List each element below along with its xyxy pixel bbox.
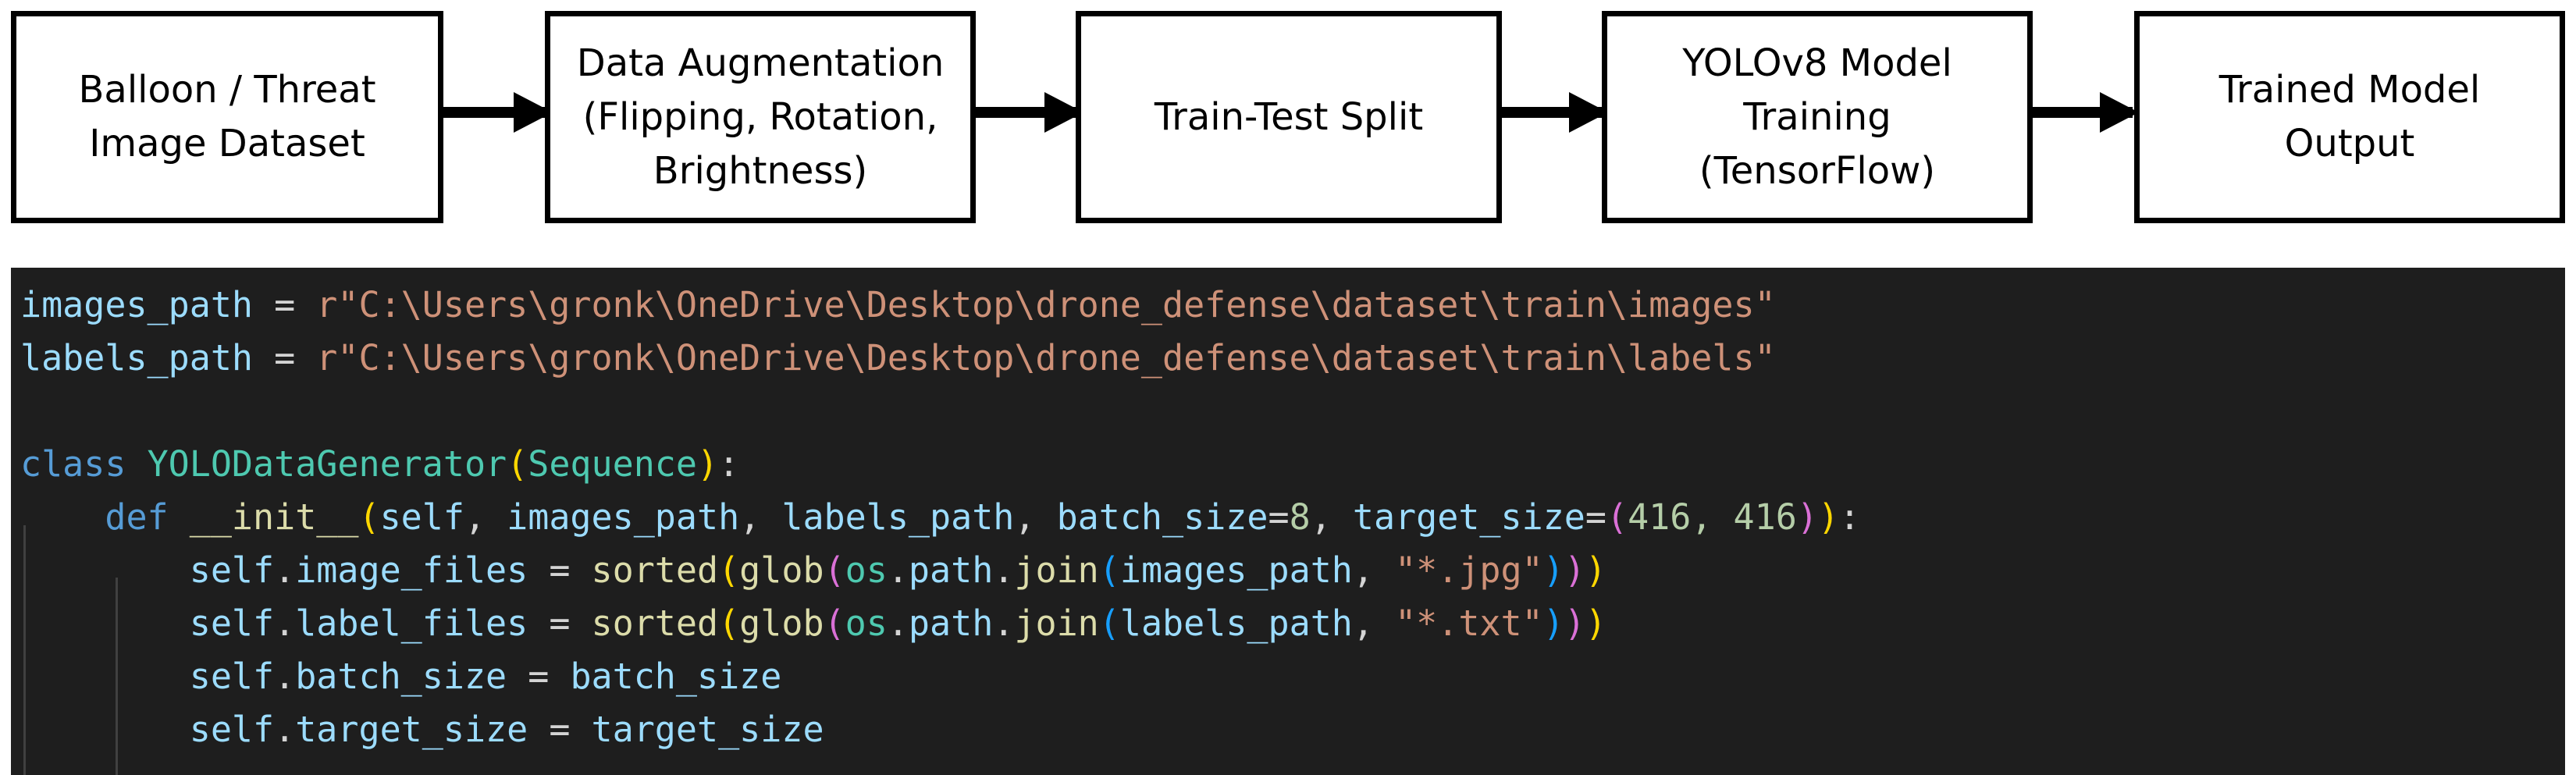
step-training: YOLOv8 Model Training (TensorFlow) — [1602, 11, 2033, 223]
step-output-label: Trained Model Output — [2218, 68, 2481, 165]
indent-guide-2 — [116, 578, 118, 775]
code-line-9: self.target_size = target_size — [189, 709, 824, 750]
step-augmentation-label: Data Augmentation (Flipping, Rotation, B… — [576, 41, 945, 193]
pipeline-flowchart: Balloon / Threat Image Dataset Data Augm… — [0, 0, 2576, 234]
code-line-8: self.batch_size = batch_size — [189, 656, 782, 697]
code-line-7: self.label_files = sorted(glob(os.path.j… — [189, 603, 1606, 644]
arrow-1 — [443, 92, 553, 133]
arrow-3 — [1502, 92, 1608, 133]
code-line-4: class YOLODataGenerator(Sequence): — [20, 443, 740, 485]
arrow-2 — [976, 92, 1083, 133]
code-line-6: self.image_files = sorted(glob(os.path.j… — [189, 549, 1606, 591]
step-training-label: YOLOv8 Model Training (TensorFlow) — [1682, 41, 1952, 193]
step-augmentation: Data Augmentation (Flipping, Rotation, B… — [545, 11, 976, 223]
step-split: Train-Test Split — [1076, 11, 1502, 223]
code-line-5: def __init__(self, images_path, labels_p… — [105, 496, 1861, 538]
code-editor: images_path = r"C:\Users\gronk\OneDrive\… — [11, 268, 2565, 775]
code-line-1: images_path = r"C:\Users\gronk\OneDrive\… — [20, 284, 1776, 325]
arrow-4 — [2033, 92, 2139, 133]
step-split-label: Train-Test Split — [1154, 94, 1424, 139]
step-output: Trained Model Output — [2134, 11, 2565, 223]
indent-guide-1 — [23, 525, 26, 775]
step-dataset: Balloon / Threat Image Dataset — [11, 11, 443, 223]
code-line-2: labels_path = r"C:\Users\gronk\OneDrive\… — [20, 337, 1776, 379]
step-dataset-label: Balloon / Threat Image Dataset — [78, 68, 376, 165]
